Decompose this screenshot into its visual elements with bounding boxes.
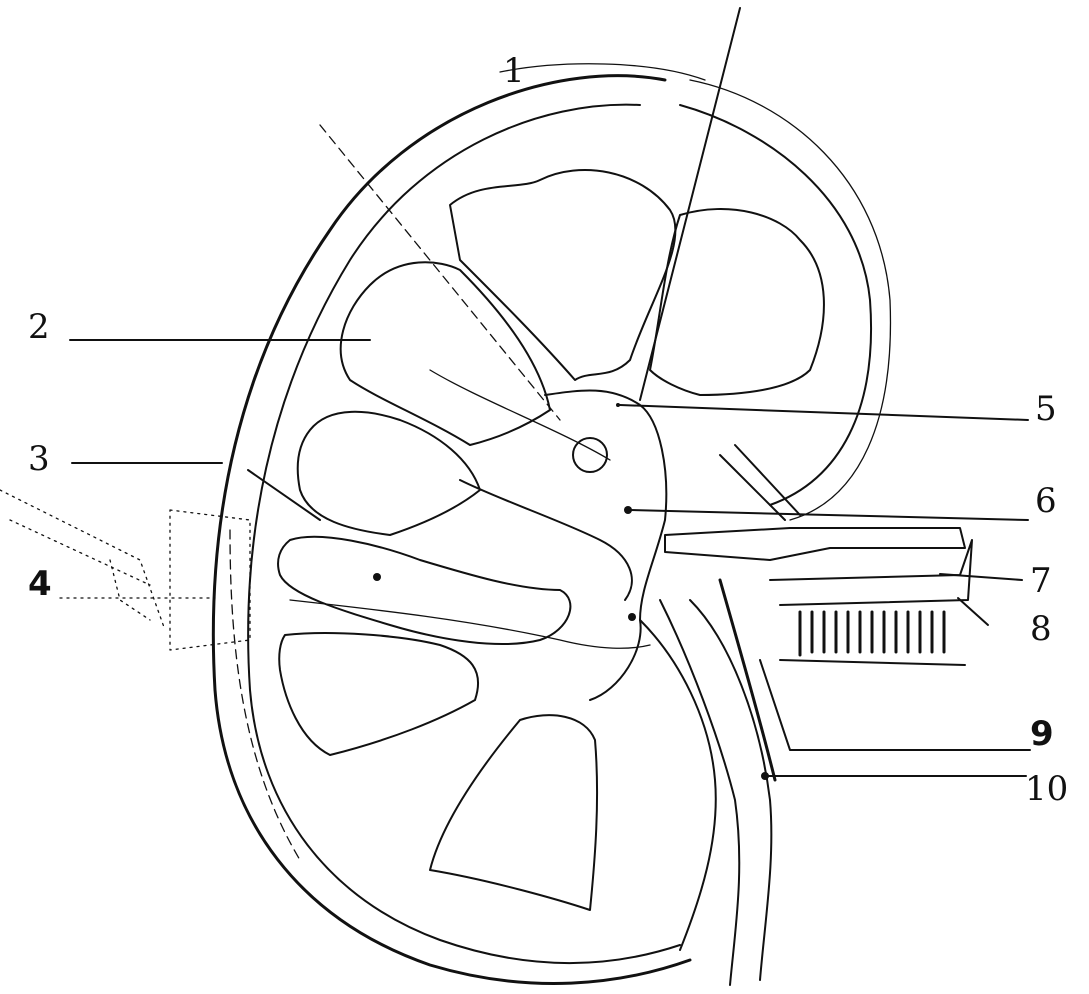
label-6: 6 <box>1035 481 1057 521</box>
label-10: 10 <box>1025 769 1068 809</box>
label-4: 4 <box>28 564 52 604</box>
label-5: 5 <box>1035 389 1057 429</box>
label-9: 9 <box>1030 714 1054 754</box>
renal-pelvis <box>290 370 666 700</box>
label-2: 2 <box>28 307 50 347</box>
number-labels: 1 2 3 4 5 6 7 8 9 10 <box>28 51 1068 809</box>
renal-pyramids <box>278 170 824 910</box>
label-7: 7 <box>1030 561 1052 601</box>
label-3: 3 <box>28 439 50 479</box>
kidney-capsule <box>213 76 890 984</box>
label-8: 8 <box>1030 609 1052 649</box>
label-1: 1 <box>503 51 525 91</box>
hilum-vessels <box>628 445 972 985</box>
